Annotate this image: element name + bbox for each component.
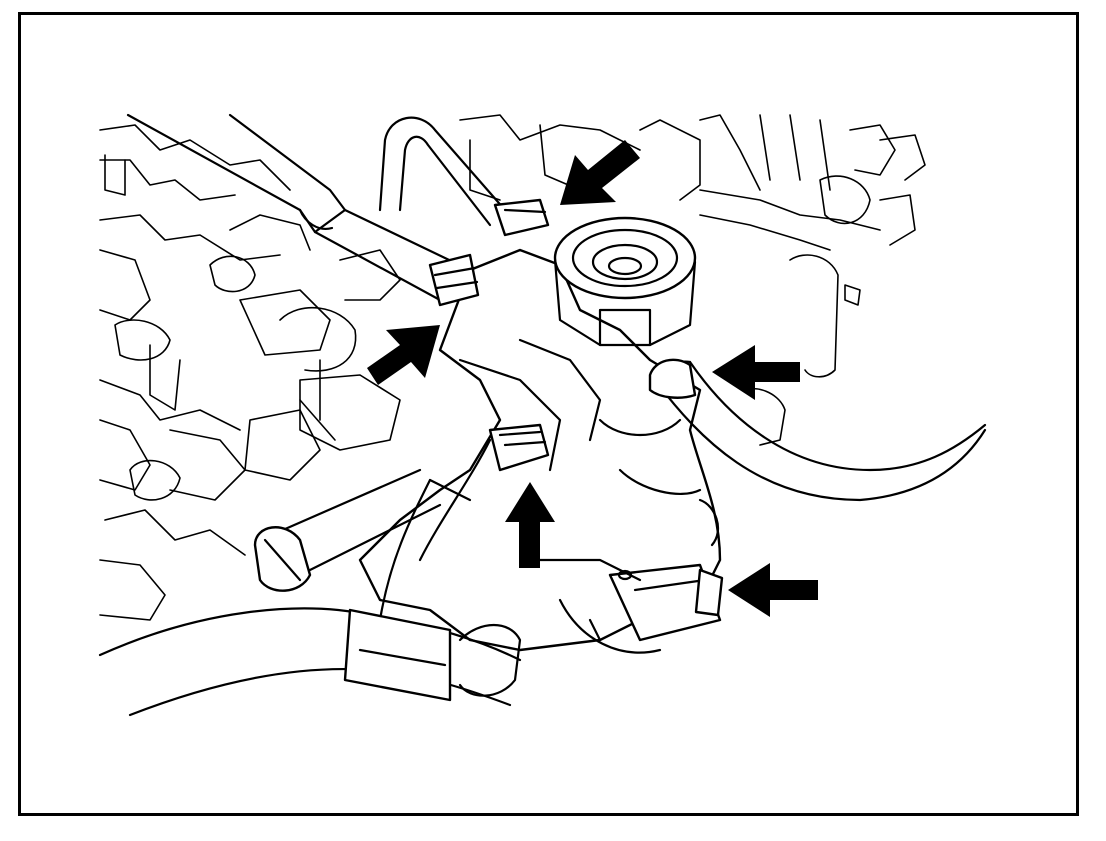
engine-top-detail xyxy=(459,114,926,446)
diagonal-water-pipe xyxy=(253,468,442,592)
arrow-left-upper xyxy=(367,325,440,385)
lower-center-hose xyxy=(378,423,550,622)
arrow-center-lower xyxy=(505,482,555,568)
lower-right-hose xyxy=(538,558,724,654)
bottom-heater-hose xyxy=(98,607,522,717)
right-radiator-hose xyxy=(648,358,987,502)
pointer-arrows xyxy=(367,140,818,617)
bypass-hose-top xyxy=(378,116,550,237)
engine-block-detail xyxy=(99,124,401,621)
upper-hose-clamp xyxy=(428,253,480,307)
arrow-top xyxy=(560,140,640,205)
arrow-right-lower xyxy=(728,563,818,617)
arrow-right-upper xyxy=(712,345,800,400)
upper-left-hose xyxy=(126,113,472,302)
